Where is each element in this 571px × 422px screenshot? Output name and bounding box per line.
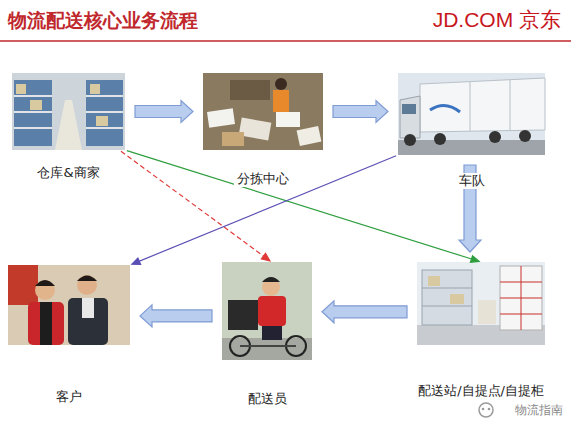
diagram-title: 物流配送核心业务流程 [8,8,198,34]
node-caption: 车队 [456,173,488,189]
photo-frame [417,262,545,345]
photo-node: 分拣中心 [203,73,323,187]
brand-logo: JD.COM 京东 [433,6,561,34]
courier-photo [222,262,312,360]
node-caption: 仓库&商家 [34,165,102,181]
photo-node: 配送站/自提点/自提柜 [417,262,545,399]
flow-line [132,156,396,265]
block-arrow [140,305,212,327]
photo-frame [203,73,323,150]
watermark-icon [479,403,493,417]
node-caption: 配送员 [245,391,290,407]
photo-node: 客户 [8,265,130,405]
photo-node: 车队 [398,73,545,189]
photo-frame [12,73,125,150]
arrow-head [132,258,141,264]
node-caption: 分拣中心 [234,171,292,187]
arrow-head [261,253,270,260]
truck-photo [398,73,545,155]
customer-photo [8,265,130,345]
station-photo [417,262,545,345]
node-caption: 客户 [53,389,85,405]
block-arrow-shape [140,305,212,327]
line-path [127,151,473,260]
block-arrow [333,101,388,123]
watermark: 物流指南 [515,402,563,419]
photo-node: 仓库&商家 [12,73,125,181]
photo-frame [398,73,545,155]
flow-line [121,151,270,261]
block-arrow [135,101,193,123]
line-path [138,156,396,262]
photo-frame [222,262,312,360]
flow-line [127,151,479,263]
node-caption: 配送站/自提点/自提柜 [415,383,547,399]
block-arrow [322,301,407,323]
block-arrow-shape [135,101,193,123]
photo-node: 配送员 [222,262,312,407]
photo-frame [8,265,130,345]
block-arrow-shape [333,101,388,123]
block-arrow-shape [322,301,407,323]
sorting-photo [203,73,323,150]
header-rule [0,40,571,42]
line-path [121,151,264,257]
warehouse-photo [12,73,125,150]
arrow-head [470,256,479,263]
